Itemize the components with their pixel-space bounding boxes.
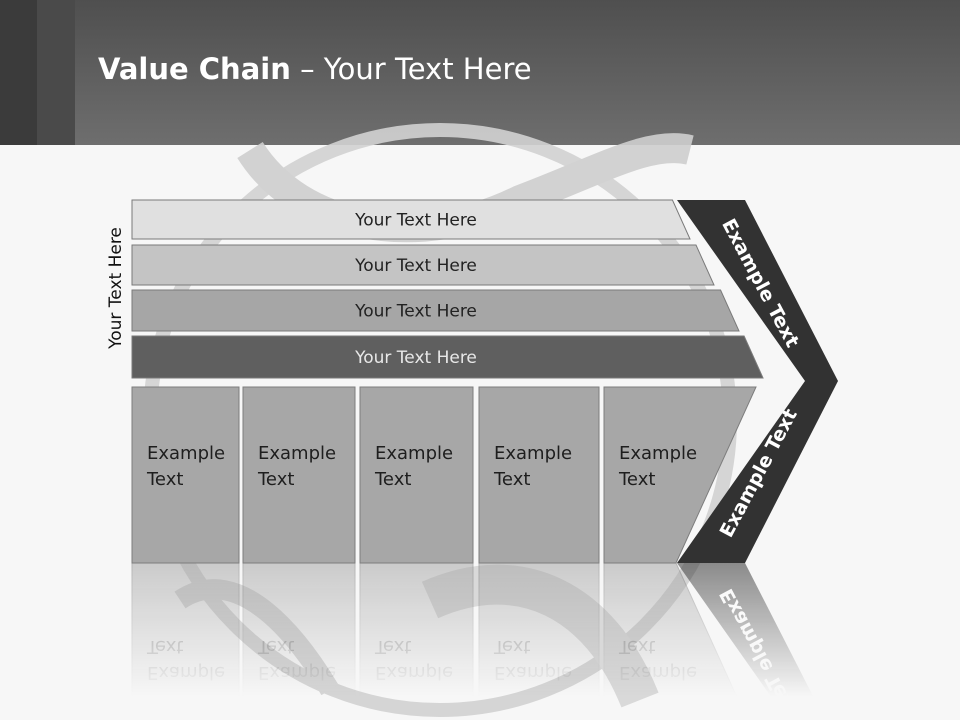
- header-bar: Value Chain – Your Text Here: [0, 0, 960, 145]
- primary-box-label-3-line-2: Text: [374, 469, 411, 490]
- primary-box-label-1-line-2: Text: [146, 469, 183, 490]
- slide-title-bold: Value Chain: [98, 52, 291, 86]
- reflected-primary-box-label-2-line-1: Example: [258, 662, 336, 683]
- reflected-primary-box-label-1-line-2: Text: [146, 636, 183, 657]
- reflected-primary-box-label-3-line-2: Text: [374, 636, 411, 657]
- support-bar-label-4: Your Text Here: [354, 348, 477, 368]
- primary-box-3: [359, 386, 474, 564]
- header-stripe-dark: [0, 0, 37, 145]
- margin-arrow-lower: [677, 381, 838, 563]
- primary-box-5: [603, 386, 757, 564]
- reflected-primary-box-label-4-line-1: Example: [494, 662, 572, 683]
- margin-arrow-upper: [677, 200, 838, 381]
- primary-box-label-1-line-1: Example: [147, 443, 225, 464]
- reflected-primary-box-label-5-line-2: Text: [618, 636, 655, 657]
- support-bar-label-1: Your Text Here: [354, 211, 477, 231]
- reflected-primary-box-label-5-line-1: Example: [619, 662, 697, 683]
- primary-box-2: [242, 386, 356, 564]
- support-bar-label-3: Your Text Here: [354, 302, 477, 322]
- support-bar-2: [131, 244, 715, 286]
- primary-box-label-3-line-1: Example: [375, 443, 453, 464]
- side-label: Your Text Here: [106, 227, 126, 350]
- reflected-primary-box-label-3-line-1: Example: [375, 662, 453, 683]
- primary-box-label-2-line-1: Example: [258, 443, 336, 464]
- primary-box-label-4-line-1: Example: [494, 443, 572, 464]
- reflected-primary-box-label-1-line-1: Example: [147, 662, 225, 683]
- primary-box-4: [478, 386, 600, 564]
- slide-title: Value Chain – Your Text Here: [98, 52, 532, 86]
- primary-box-1: [131, 386, 240, 564]
- primary-box-label-5-line-1: Example: [619, 443, 697, 464]
- support-bar-4: [131, 335, 764, 379]
- support-bar-label-2: Your Text Here: [354, 256, 477, 276]
- reflected-primary-box-label-4-line-2: Text: [493, 636, 530, 657]
- primary-box-label-5-line-2: Text: [618, 469, 655, 490]
- support-bar-3: [131, 289, 740, 332]
- primary-box-label-2-line-2: Text: [257, 469, 294, 490]
- slide-title-rest: – Your Text Here: [290, 52, 532, 86]
- primary-box-label-4-line-2: Text: [493, 469, 530, 490]
- header-stripe-mid: [37, 0, 75, 145]
- support-bar-1: [131, 199, 691, 240]
- reflected-primary-box-label-2-line-2: Text: [257, 636, 294, 657]
- reflected-margin-arrow-lower: [677, 563, 826, 720]
